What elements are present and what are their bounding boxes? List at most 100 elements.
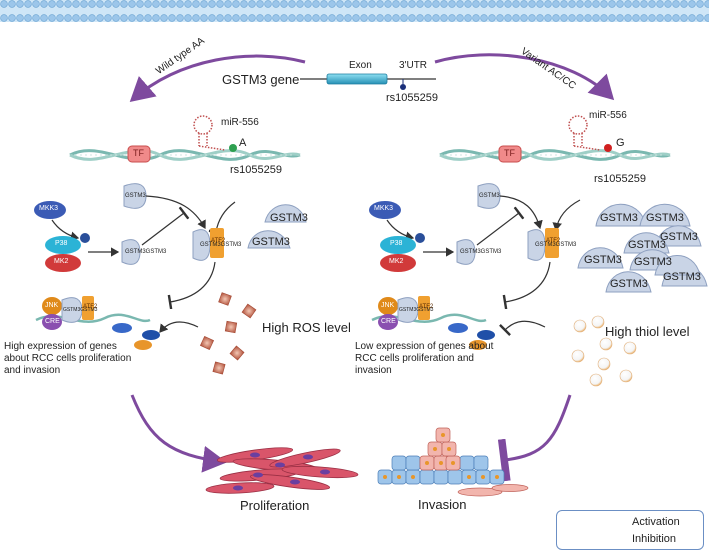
gene-title: GSTM3 gene <box>222 72 300 87</box>
gstm3-label-left-top: GSTM3 <box>125 193 146 199</box>
tf-box-right <box>498 145 522 163</box>
legend-box <box>556 510 704 550</box>
gstm3-cluster-label-4: GSTM3 <box>628 239 666 251</box>
thiol-level-label: High thiol level <box>605 324 690 339</box>
jnk-label-left: JNK <box>45 302 59 309</box>
expression-text-left: High expression of genes about RCC cells… <box>4 341 132 376</box>
gstm3-cluster-label-5: GSTM3 <box>584 254 622 266</box>
mirna-hairpin-right <box>568 115 601 151</box>
proliferation-nuclei <box>233 452 330 491</box>
snp-label-left: rs1055259 <box>230 164 282 176</box>
dna-helix-right <box>439 149 671 161</box>
atf2-box-left <box>210 228 224 258</box>
gstm3-cluster-label-8: GSTM3 <box>610 278 648 290</box>
cre-label-right: CRE <box>381 318 396 325</box>
legend-activation-text: Activation <box>632 516 680 528</box>
jnk-label-right: JNK <box>381 302 395 309</box>
expression-text-right: Low expression of genes about RCC cells … <box>355 341 494 376</box>
gstm3-blob-label-left-2: GSTM3 <box>252 236 290 248</box>
mk2-label-right: MK2 <box>389 258 404 265</box>
cre-node-left <box>42 314 62 330</box>
arrow-variant <box>434 53 615 101</box>
phospho-gear-right <box>415 233 425 243</box>
mk2-label-left: MK2 <box>54 258 69 265</box>
gstm3-cluster-label-1: GSTM3 <box>600 212 638 224</box>
cre-label-left: CRE <box>45 318 60 325</box>
arrow-wild-type <box>129 54 306 102</box>
mirna-hairpin-left <box>193 115 226 151</box>
cofactor-right-2 <box>477 330 495 340</box>
cofactor-right-3 <box>469 340 487 350</box>
p38-node-left <box>45 236 81 254</box>
ros-particles <box>199 292 257 375</box>
legend-inhibition-text: Inhibition <box>632 533 677 545</box>
exon-block <box>326 73 388 85</box>
gstm3-gene-structure <box>300 73 436 90</box>
gstm3-blob-left-2 <box>247 230 291 249</box>
atf2-label-left: ATF2 <box>211 238 226 244</box>
gstm3-cluster-label-3: GSTM3 <box>660 231 698 243</box>
pathway-right <box>369 183 708 387</box>
mkk3-label-right: MKK3 <box>374 205 394 212</box>
mkk3-node-left <box>34 201 66 219</box>
gstm3-blob-label-left-1: GSTM3 <box>270 212 308 224</box>
p38-label-left: P38 <box>55 240 68 247</box>
pathway-left <box>34 183 307 375</box>
gene-snp-label: rs1055259 <box>386 92 438 104</box>
atf2-dna-label-left: ATF2 <box>83 304 98 310</box>
tf-label-left: TF <box>133 148 144 158</box>
cre-node-right <box>378 314 398 330</box>
gstm3-cluster-right <box>577 203 708 293</box>
allele-a-label: A <box>239 137 247 149</box>
gstm3-center-label-left: GSTM3GSTM3 <box>200 242 242 248</box>
arrow-to-proliferation <box>130 394 227 473</box>
mkk3-node-right <box>369 201 401 219</box>
proliferation-cells <box>205 447 359 494</box>
mk2-node-right <box>380 254 416 272</box>
proliferation-label: Proliferation <box>240 498 310 513</box>
phospho-gear-left <box>80 233 90 243</box>
gstm3-p38-label-left: GSTM3GSTM3 <box>125 249 167 255</box>
p38-node-right <box>380 236 416 254</box>
gstm3-center-label-right: GSTM3GSTM3 <box>535 242 577 248</box>
mk2-node-left <box>45 254 81 272</box>
atf2-label-right: ATF2 <box>546 238 561 244</box>
gstm3-dimer-left-a <box>121 239 141 265</box>
jnk-node-left <box>42 297 62 315</box>
utr-label: 3'UTR <box>399 60 428 71</box>
gstm3-dna-label-right: GSTM3GSTM3 <box>399 307 434 313</box>
tf-label-right: TF <box>504 148 515 158</box>
cofactor-right-1 <box>448 323 468 333</box>
gstm3-blob-left-1 <box>264 204 307 223</box>
invasion-label: Invasion <box>418 497 467 512</box>
gstm3-p38-label-right: GSTM3GSTM3 <box>460 249 502 255</box>
gstm3-cluster-label-6: GSTM3 <box>634 256 672 268</box>
allele-a-dot <box>229 144 237 152</box>
invasion-cells <box>377 427 529 497</box>
mirna-label-left: miR-556 <box>221 117 259 128</box>
atf2-box-right <box>545 228 559 258</box>
cofactor-left-2 <box>142 330 160 340</box>
atf2-dna-right <box>418 296 430 320</box>
cofactor-left-1 <box>112 323 132 333</box>
cofactor-left-3 <box>134 340 152 350</box>
gstm3-atf2-dna-left <box>61 297 83 323</box>
tf-box-left <box>127 145 151 163</box>
gstm3-dimer-right-a <box>456 239 476 265</box>
cell-membrane <box>0 0 709 22</box>
gstm3-label-right-top: GSTM3 <box>479 193 500 199</box>
mirna-label-right: miR-556 <box>589 110 627 121</box>
exon-label: Exon <box>349 60 372 71</box>
atf2-dna-left <box>82 296 94 320</box>
mkk3-label-left: MKK3 <box>39 205 59 212</box>
allele-g-dot <box>604 144 612 152</box>
gstm3-cluster-label-2: GSTM3 <box>646 212 684 224</box>
snp-label-right: rs1055259 <box>594 173 646 185</box>
atf2-dna-label-right: ATF2 <box>419 304 434 310</box>
dna-helix-left <box>69 149 301 161</box>
allele-g-label: G <box>616 137 625 149</box>
snp-dot <box>400 84 406 90</box>
inhibit-to-invasion <box>497 394 572 482</box>
jnk-node-right <box>378 297 398 315</box>
